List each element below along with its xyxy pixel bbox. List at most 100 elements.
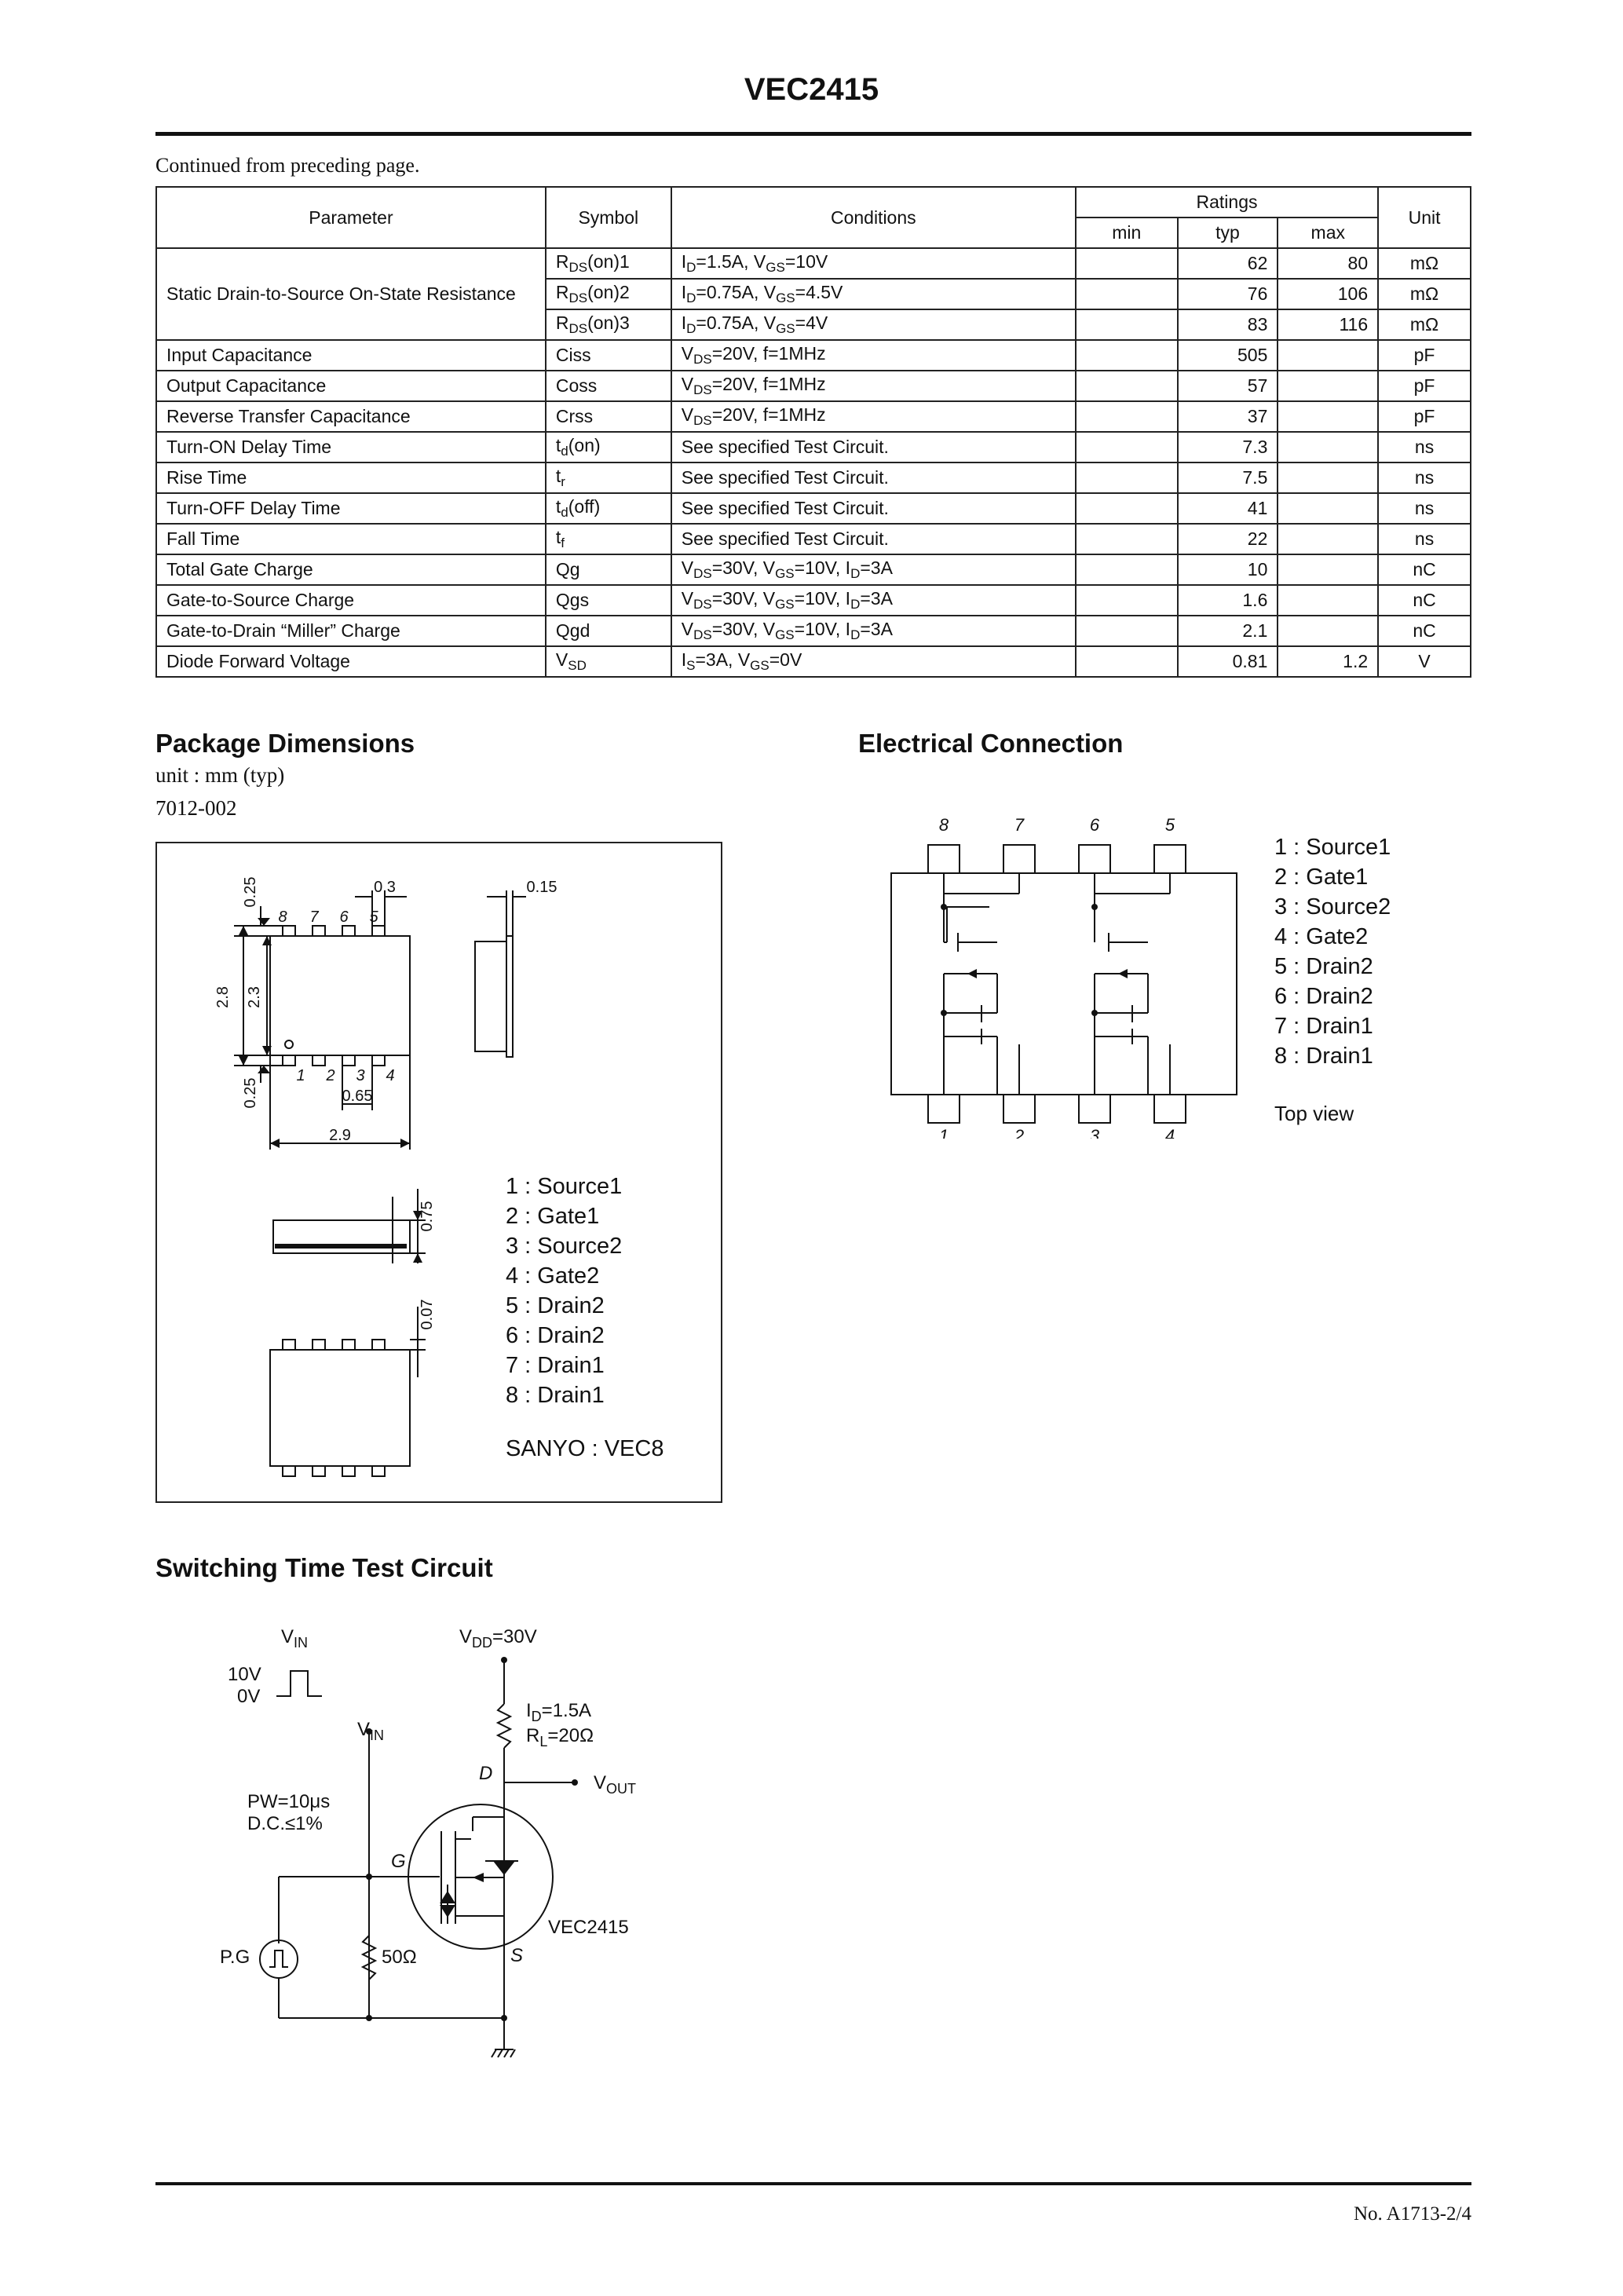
conditions-cell: See specified Test Circuit. <box>670 523 1077 555</box>
vin-label: VIN <box>357 1719 384 1743</box>
symbol-cell: RDS(on)2 <box>544 278 672 310</box>
header-parameter: Parameter <box>155 186 546 249</box>
gate-label: G <box>391 1851 406 1872</box>
package-drawing: 0.25 0.3 0.15 2.8 2.3 0.25 0.65 2.9 0.75… <box>214 877 557 1477</box>
header-max: max <box>1277 217 1380 249</box>
unit-cell: pF <box>1377 400 1471 433</box>
footer-rule <box>155 2182 1471 2185</box>
pkg-pin-5: 5 <box>369 909 378 926</box>
conn-pin-1: 1 <box>939 1126 949 1139</box>
max-cell: 106 <box>1277 278 1380 310</box>
min-cell <box>1074 584 1179 616</box>
header-unit: Unit <box>1377 186 1471 249</box>
connection-pin-4: 4 : Gate2 <box>1274 924 1369 949</box>
conditions-cell: VDS=20V, f=1MHz <box>670 400 1077 433</box>
max-cell <box>1277 554 1380 586</box>
typ-cell: 41 <box>1176 492 1279 525</box>
package-code: 7012-002 <box>155 796 237 820</box>
unit-cell: ns <box>1377 462 1471 494</box>
conditions-cell: VDS=30V, VGS=10V, ID=3A <box>670 584 1077 616</box>
conn-pin-6: 6 <box>1090 815 1100 835</box>
header-conditions: Conditions <box>670 186 1077 249</box>
dim-065: 0.65 <box>342 1088 373 1105</box>
typ-cell: 7.3 <box>1176 431 1279 463</box>
typ-cell: 2.1 <box>1176 615 1279 647</box>
vin-top-label: VIN <box>281 1626 308 1651</box>
conn-pin-8: 8 <box>939 815 949 835</box>
package-heading: Package Dimensions <box>155 729 415 758</box>
header-min: min <box>1074 217 1179 249</box>
conditions-cell: VDS=30V, VGS=10V, ID=3A <box>670 615 1077 647</box>
pkg-pin-1: 1 <box>296 1067 305 1084</box>
max-cell <box>1277 400 1380 433</box>
dim-03: 0.3 <box>374 879 396 896</box>
title-rule <box>155 132 1471 136</box>
unit-cell: ns <box>1377 492 1471 525</box>
param-cell: Diode Forward Voltage <box>155 645 546 678</box>
param-cell: Output Capacitance <box>155 370 546 402</box>
typ-cell: 1.6 <box>1176 584 1279 616</box>
typ-cell: 37 <box>1176 400 1279 433</box>
conditions-cell: ID=0.75A, VGS=4V <box>670 309 1077 341</box>
max-cell <box>1277 370 1380 402</box>
conn-pin-2: 2 <box>1014 1126 1024 1139</box>
max-cell <box>1277 431 1380 463</box>
param-cell: Static Drain-to-Source On-State Resistan… <box>155 247 546 341</box>
continued-note: Continued from preceding page. <box>155 154 420 177</box>
dim-015: 0.15 <box>527 879 557 896</box>
conditions-cell: ID=1.5A, VGS=10V <box>670 247 1077 280</box>
package-pin-7: 7 : Drain1 <box>506 1353 605 1378</box>
unit-cell: mΩ <box>1377 278 1471 310</box>
conditions-cell: VDS=30V, VGS=10V, ID=3A <box>670 554 1077 586</box>
conditions-cell: See specified Test Circuit. <box>670 431 1077 463</box>
typ-cell: 83 <box>1176 309 1279 341</box>
package-top-body <box>269 935 411 1056</box>
param-cell: Gate-to-Drain “Miller” Charge <box>155 615 546 647</box>
min-cell <box>1074 278 1179 310</box>
connection-pin-5: 5 : Drain2 <box>1274 954 1373 979</box>
param-cell: Gate-to-Source Charge <box>155 584 546 616</box>
param-cell: Input Capacitance <box>155 339 546 371</box>
min-cell <box>1074 462 1179 494</box>
rl-label: RL=20Ω <box>526 1725 594 1749</box>
typ-cell: 22 <box>1176 523 1279 555</box>
symbol-cell: Qgs <box>544 584 672 616</box>
pkg-pin-8: 8 <box>278 909 287 926</box>
typ-cell: 505 <box>1176 339 1279 371</box>
connection-pin-1: 1 : Source1 <box>1274 835 1391 860</box>
symbol-cell: Crss <box>544 400 672 433</box>
circuit-diagram: VIN 10V 0V VDD=30V VIN ID=1.5A RL=20Ω D … <box>220 1626 636 2058</box>
conditions-cell: IS=3A, VGS=0V <box>670 645 1077 678</box>
table-row: Static Drain-to-Source On-State Resistan… <box>155 247 1471 341</box>
max-cell <box>1277 339 1380 371</box>
param-cell: Reverse Transfer Capacitance <box>155 400 546 433</box>
header-symbol: Symbol <box>544 186 672 249</box>
package-pin-1: 1 : Source1 <box>506 1174 623 1199</box>
package-pin-4: 4 : Gate2 <box>506 1263 600 1289</box>
dim-28: 2.8 <box>214 986 232 1008</box>
dim-025-bottom: 0.25 <box>242 1078 259 1109</box>
unit-cell: mΩ <box>1377 309 1471 341</box>
dim-23: 2.3 <box>246 986 263 1008</box>
typ-cell: 57 <box>1176 370 1279 402</box>
connection-pin-7: 7 : Drain1 <box>1274 1014 1373 1039</box>
pkg-pin-6: 6 <box>339 909 349 926</box>
max-cell <box>1277 584 1380 616</box>
spec-table: Parameter Symbol Conditions Ratings Unit… <box>155 186 1471 678</box>
unit-cell: ns <box>1377 431 1471 463</box>
max-cell: 80 <box>1277 247 1380 280</box>
dim-007: 0.07 <box>419 1300 436 1330</box>
symbol-cell: Ciss <box>544 339 672 371</box>
param-cell: Turn-OFF Delay Time <box>155 492 546 525</box>
unit-cell: pF <box>1377 339 1471 371</box>
min-cell <box>1074 492 1179 525</box>
package-pin-8: 8 : Drain1 <box>506 1383 605 1408</box>
symbol-cell: Qgd <box>544 615 672 647</box>
